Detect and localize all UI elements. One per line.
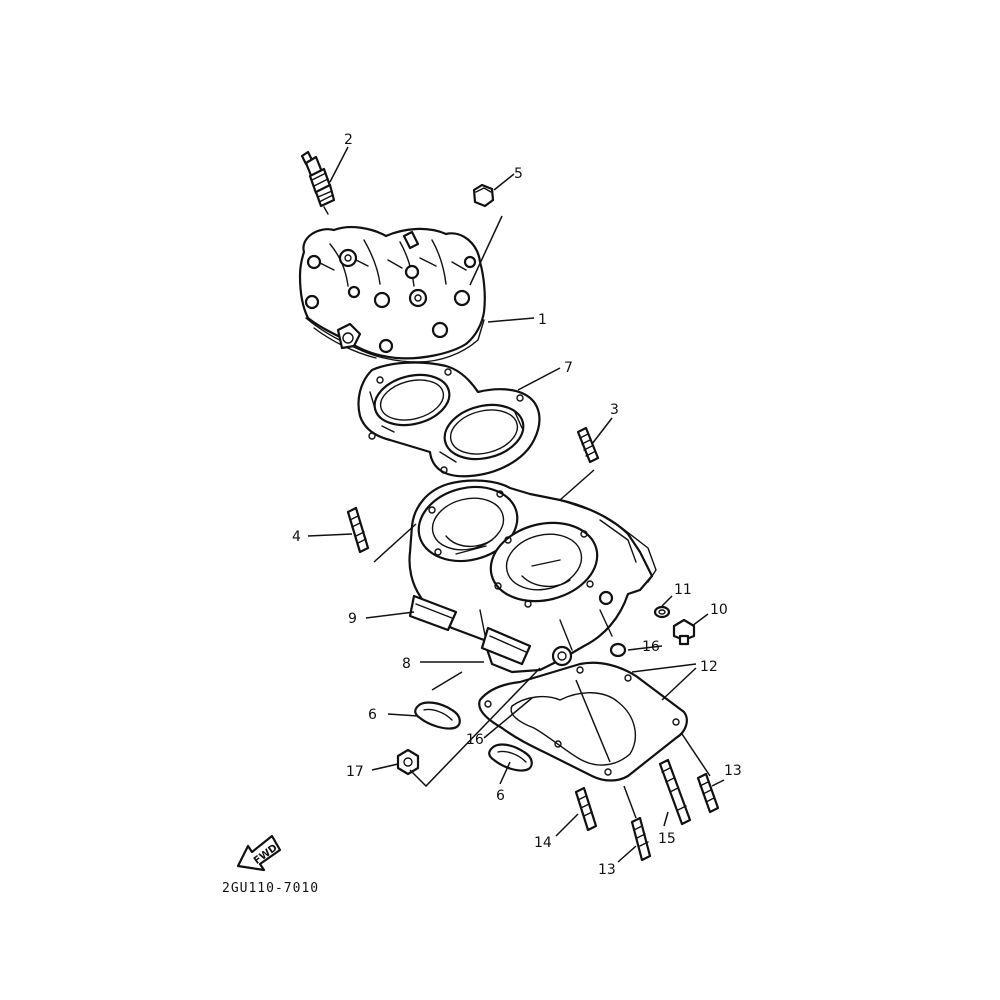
cylinder-head-nut[interactable] [472, 183, 495, 208]
exhaust-gasket-6a[interactable] [414, 701, 461, 730]
cylinder-base-gasket[interactable] [478, 661, 688, 782]
spark-plug[interactable] [300, 150, 336, 215]
washer-11[interactable] [653, 605, 671, 619]
callout-6a: 6 [368, 707, 377, 723]
callout-12: 12 [700, 659, 718, 675]
cylinder-block[interactable] [408, 477, 657, 674]
callout-4: 4 [292, 529, 301, 545]
callout-17: 17 [346, 764, 364, 780]
forward-arrow-icon: FWD [236, 834, 282, 872]
exhaust-gasket-6b[interactable] [488, 743, 533, 772]
callout-2: 2 [344, 132, 353, 148]
callout-numbers: 2 5 1 7 3 4 9 8 11 10 16 12 6 16 17 13 6… [292, 132, 742, 878]
stud-bolt-4[interactable] [346, 506, 370, 554]
callout-13a: 13 [598, 862, 616, 878]
callout-6b: 6 [496, 788, 505, 804]
stud-bolt-13a[interactable] [630, 816, 652, 862]
callout-3: 3 [610, 402, 619, 418]
head-gasket[interactable] [357, 361, 541, 478]
leader-lines [307, 146, 725, 863]
callout-14: 14 [534, 835, 552, 851]
callout-15: 15 [658, 831, 676, 847]
callout-9: 9 [348, 611, 357, 627]
callout-16a: 16 [642, 639, 660, 655]
callout-1: 1 [538, 312, 547, 328]
stud-bolt-13b[interactable] [696, 772, 720, 814]
callout-10: 10 [710, 602, 728, 618]
stud-bolt-3[interactable] [576, 426, 600, 464]
callout-7: 7 [564, 360, 573, 376]
diagram-code: 2GU110-7010 [222, 881, 319, 896]
callout-16b: 16 [466, 732, 484, 748]
callout-8: 8 [402, 656, 411, 672]
callout-5: 5 [514, 166, 523, 182]
bolt-10[interactable] [672, 618, 696, 646]
callout-11: 11 [674, 582, 692, 598]
stud-bolt-14[interactable] [574, 786, 598, 832]
nut-17[interactable] [396, 748, 420, 776]
dowel-pin-16a[interactable] [609, 642, 627, 658]
cylinder-head[interactable] [298, 226, 486, 363]
callout-13b: 13 [724, 763, 742, 779]
stud-bolt-15[interactable] [658, 758, 692, 826]
